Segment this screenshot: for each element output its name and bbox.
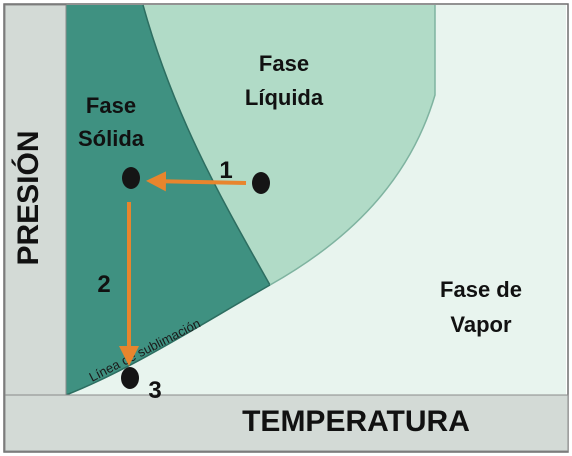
- point-start: [252, 172, 270, 194]
- liquid-phase-label-line1: Fase: [259, 51, 309, 76]
- point-end: [121, 367, 139, 389]
- step-label-3: 3: [148, 377, 161, 404]
- temperature-axis-band: [4, 394, 569, 452]
- point-solid: [122, 167, 140, 189]
- liquid-region: [143, 5, 435, 285]
- liquid-phase-label-line2: Líquida: [245, 85, 324, 110]
- vapor-phase-label-line1: Fase de: [440, 277, 522, 302]
- vaporization-curve: [269, 5, 436, 286]
- solid-region: [66, 5, 270, 395]
- fusion-curve: [142, 4, 271, 286]
- step-label-2: 2: [97, 271, 110, 298]
- solid-phase-label-line2: Sólida: [78, 126, 145, 151]
- sublimation-curve: [65, 284, 271, 396]
- step-label-1: 1: [219, 157, 232, 184]
- vapor-phase-label-line2: Vapor: [450, 312, 512, 337]
- pressure-axis-band: [4, 4, 67, 396]
- solid-phase-label-line1: Fase: [86, 93, 136, 118]
- temperature-axis-label: TEMPERATURA: [242, 405, 470, 438]
- pressure-axis-label: PRESIÓN: [11, 130, 45, 265]
- arrow-step-1: [146, 171, 247, 192]
